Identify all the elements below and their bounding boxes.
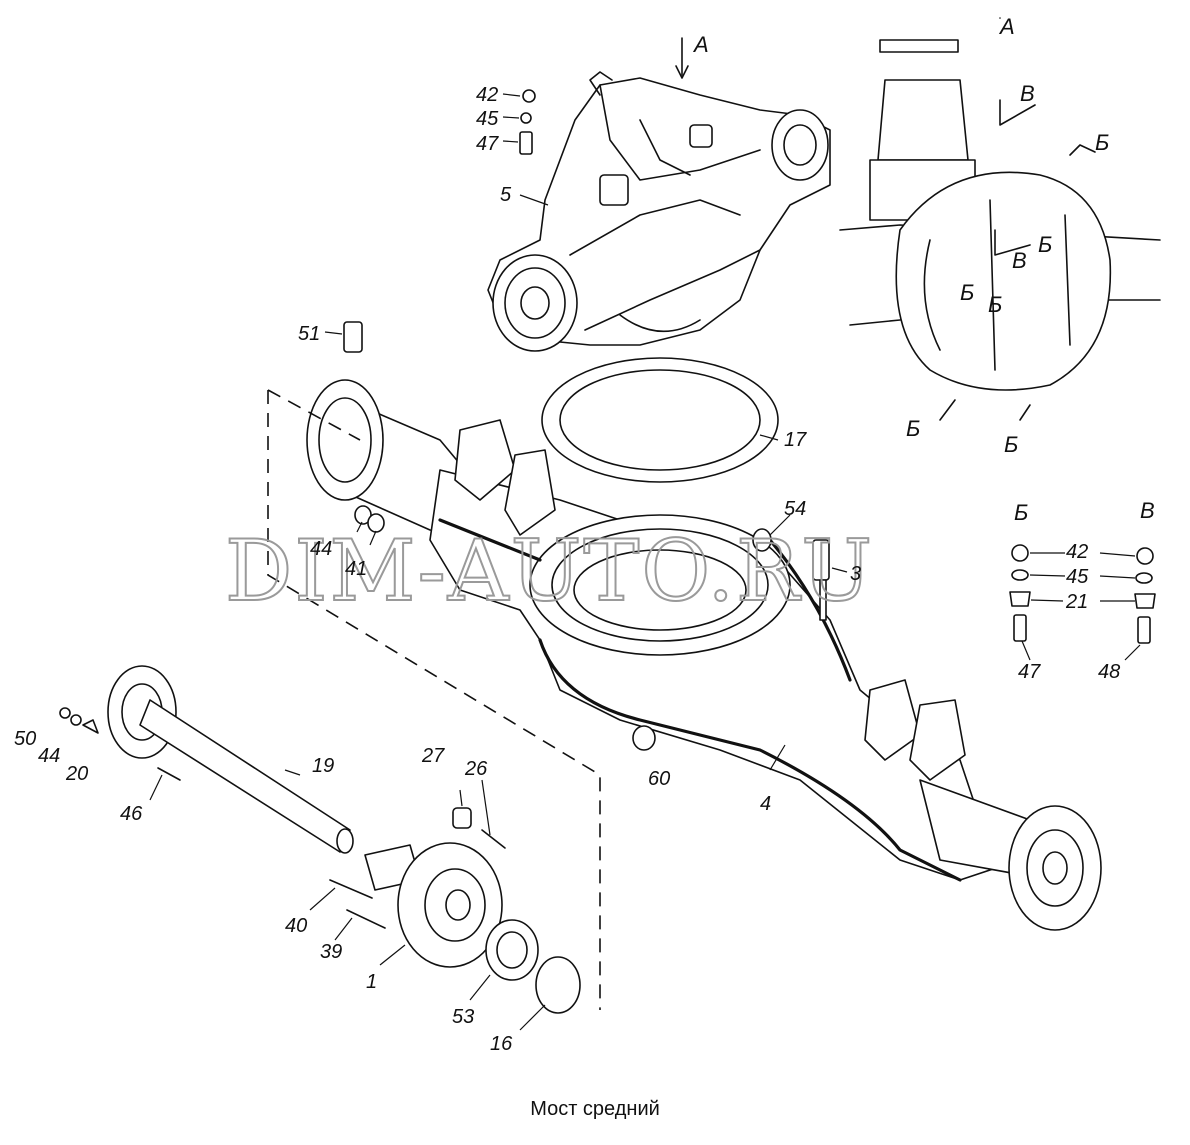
fastener-set-v bbox=[1099, 547, 1156, 661]
section-b-label-4: Б bbox=[988, 292, 1002, 317]
callout-54: 54 bbox=[784, 498, 806, 520]
view-a-title: A bbox=[998, 14, 1015, 39]
callout-20: 20 bbox=[65, 763, 88, 785]
thrust-ring bbox=[535, 956, 581, 1014]
set-b-item-4: 47 bbox=[1018, 661, 1041, 683]
section-b-label-3: Б bbox=[960, 280, 974, 305]
callout-1: 1 bbox=[366, 971, 377, 993]
callout-4: 4 bbox=[760, 793, 771, 815]
assembly-dash-line bbox=[267, 389, 601, 1010]
callout-50: 50 bbox=[14, 728, 36, 750]
callout-45-top: 45 bbox=[476, 108, 499, 130]
leader-lines bbox=[149, 93, 848, 1031]
wheel-hub bbox=[364, 842, 503, 968]
section-v-label-1: B bbox=[1020, 81, 1035, 106]
fastener-set-b-header: Б bbox=[1014, 500, 1028, 525]
hub-seal bbox=[485, 919, 539, 981]
callout-5: 5 bbox=[500, 184, 512, 206]
fastener-set-b bbox=[1009, 544, 1066, 661]
callout-44-upper: 44 bbox=[310, 538, 332, 560]
view-labels: A A B Б Б B Б Б Б Б bbox=[692, 14, 1109, 457]
callout-27: 27 bbox=[421, 745, 445, 767]
callout-46: 46 bbox=[120, 803, 143, 825]
fastener-set-v-header: B bbox=[1140, 498, 1155, 523]
section-b-label-2: Б bbox=[1038, 232, 1052, 257]
callout-47-top: 47 bbox=[476, 133, 499, 155]
callout-3: 3 bbox=[850, 563, 861, 585]
callout-53: 53 bbox=[452, 1006, 474, 1028]
small-fasteners bbox=[59, 89, 830, 929]
view-a-detail bbox=[839, 17, 1161, 421]
callout-16: 16 bbox=[490, 1033, 513, 1055]
gasket-ring bbox=[541, 357, 779, 483]
callout-39: 39 bbox=[320, 941, 342, 963]
callout-40: 40 bbox=[285, 915, 307, 937]
set-v-item-4: 48 bbox=[1098, 661, 1120, 683]
set-b-item-1: 42 bbox=[1066, 541, 1088, 563]
section-b-label-6: Б bbox=[1004, 432, 1018, 457]
half-shaft bbox=[107, 665, 354, 854]
callout-44: 44 bbox=[38, 745, 60, 767]
callout-17: 17 bbox=[784, 429, 807, 451]
callout-60: 60 bbox=[648, 768, 670, 790]
section-b-label-5: Б bbox=[906, 416, 920, 441]
set-b-item-2: 45 bbox=[1066, 566, 1089, 588]
watermark-text: DIM-AUTO.RU bbox=[225, 522, 874, 620]
callout-41: 41 bbox=[345, 558, 367, 580]
section-b-label-1: Б bbox=[1095, 130, 1109, 155]
callout-26: 26 bbox=[464, 758, 488, 780]
arrow-a-label: A bbox=[692, 32, 709, 57]
differential-assembly bbox=[487, 71, 831, 352]
callout-labels: 42 45 47 5 51 17 54 3 44 41 50 44 20 46 … bbox=[14, 84, 861, 1055]
set-b-item-3: 21 bbox=[1065, 591, 1088, 613]
section-v-label-2: B bbox=[1012, 248, 1027, 273]
callout-42-top: 42 bbox=[476, 84, 498, 106]
axle-housing bbox=[306, 379, 1102, 931]
callout-51: 51 bbox=[298, 323, 320, 345]
fastener-set-labels: Б B 42 45 21 47 48 bbox=[1014, 498, 1155, 683]
diagram-caption: Мост средний bbox=[530, 1098, 660, 1120]
view-a-arrow bbox=[675, 37, 689, 79]
callout-19: 19 bbox=[312, 755, 334, 777]
